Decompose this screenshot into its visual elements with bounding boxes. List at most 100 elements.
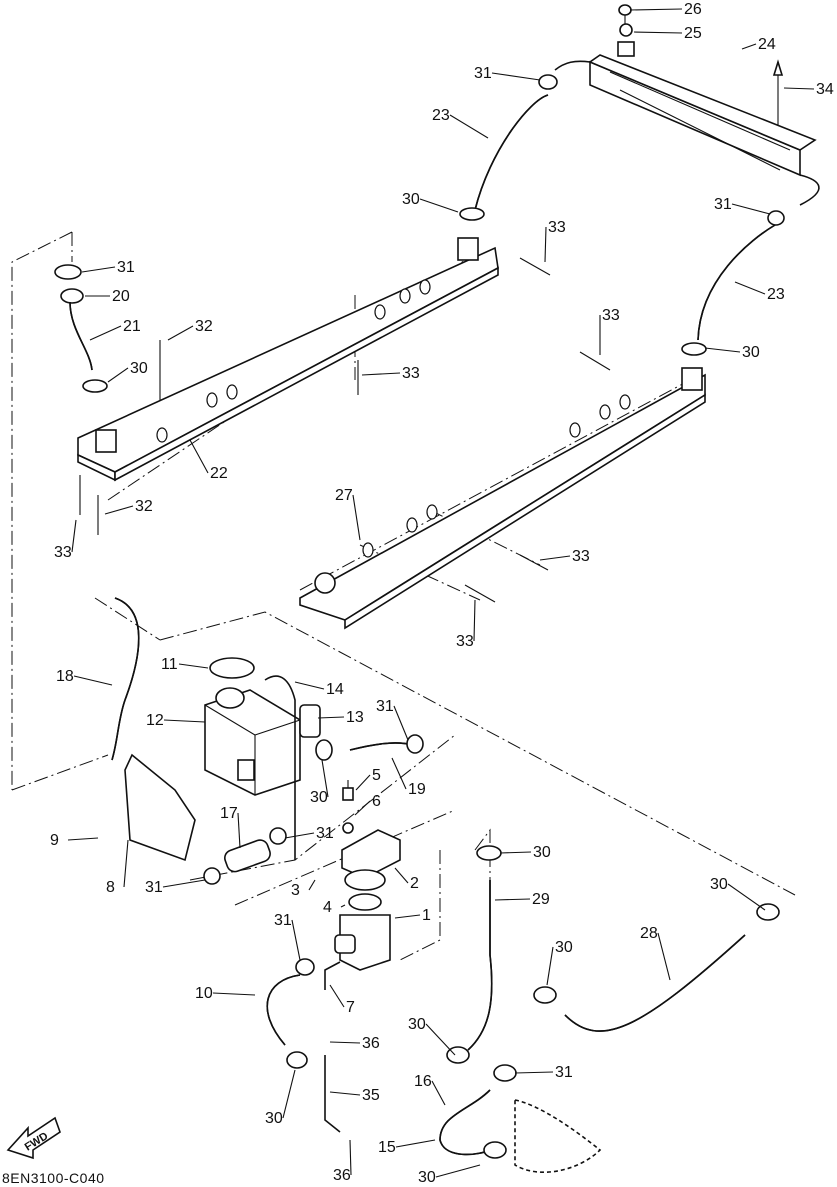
callout-leader-c10 — [212, 992, 256, 996]
callout-label-c33e: 33 — [572, 548, 590, 565]
hose-28 — [533, 903, 780, 1032]
callout-leader-c2 — [394, 867, 409, 884]
callout-label-c30a: 30 — [402, 191, 420, 208]
callout-leader-c31e — [284, 832, 315, 839]
callout-label-c20: 20 — [112, 288, 130, 305]
hose-29 — [446, 845, 502, 1064]
callout-leader-c12 — [163, 719, 206, 723]
callout-label-c30b: 30 — [130, 360, 148, 377]
callout-leader-c25 — [633, 31, 683, 34]
callout-leader-c30h — [425, 1023, 456, 1056]
hose-7-35 — [324, 961, 341, 1133]
hose-18 — [111, 597, 140, 761]
thermostat-housing — [334, 780, 401, 971]
water-pipe-27 — [299, 367, 706, 630]
callout-label-c33d: 33 — [54, 544, 72, 561]
callout-label-c2: 2 — [410, 875, 419, 892]
callout-label-c30d: 30 — [310, 789, 328, 806]
callout-leader-c36a — [329, 1041, 361, 1044]
callout-label-c12: 12 — [146, 712, 164, 729]
callout-label-c15: 15 — [378, 1139, 396, 1156]
callout-leader-c16 — [431, 1080, 446, 1106]
callout-label-c14: 14 — [326, 681, 344, 698]
callout-leader-c31b — [731, 203, 771, 215]
callout-label-c35: 35 — [362, 1087, 380, 1104]
callout-label-c36a: 36 — [362, 1035, 380, 1052]
callout-leader-c30e — [499, 851, 532, 854]
callout-leader-c31g — [291, 919, 301, 961]
callout-leader-c31f — [162, 879, 206, 888]
callout-label-c33c: 33 — [602, 307, 620, 324]
callout-label-c6: 6 — [372, 793, 381, 810]
callout-leader-c19 — [391, 757, 407, 790]
callout-leader-c11 — [178, 663, 209, 669]
callout-leader-c28 — [657, 932, 671, 981]
callout-label-c32a: 32 — [195, 318, 213, 335]
callout-leader-c32b — [104, 505, 134, 515]
callout-label-c7: 7 — [346, 999, 355, 1016]
callout-label-c16: 16 — [414, 1073, 432, 1090]
callout-leader-c21 — [89, 325, 122, 341]
callout-leader-c36b — [349, 1139, 352, 1176]
callout-leader-c30f — [727, 883, 766, 911]
callout-label-c24: 24 — [758, 36, 776, 53]
callout-label-c31c: 31 — [117, 259, 135, 276]
callout-leader-c33b — [361, 372, 401, 376]
callout-label-c8: 8 — [106, 879, 115, 896]
callout-label-c30c: 30 — [742, 344, 760, 361]
callout-label-c30f: 30 — [710, 876, 728, 893]
callout-leader-c23b — [734, 281, 766, 295]
callout-leader-c34 — [783, 87, 815, 90]
callout-label-c9: 9 — [50, 832, 59, 849]
callout-leader-c18 — [73, 675, 113, 686]
callout-label-c27: 27 — [335, 487, 353, 504]
callout-leader-c5 — [355, 774, 371, 791]
callout-leader-c23a — [449, 114, 489, 139]
callout-leader-c33a — [544, 226, 547, 263]
callout-label-c10: 10 — [195, 985, 213, 1002]
callout-label-c26a: 26 — [684, 1, 702, 18]
callout-leader-c33f — [473, 599, 476, 642]
callout-leader-c24 — [741, 43, 757, 50]
callout-label-c31g: 31 — [274, 912, 292, 929]
callout-label-c1: 1 — [422, 907, 431, 924]
bracket-8 — [124, 753, 196, 862]
callout-label-c30h: 30 — [408, 1016, 426, 1033]
callout-leader-c30c — [704, 347, 741, 353]
callout-leader-c22 — [189, 439, 209, 474]
callout-leader-c1 — [394, 914, 421, 919]
callout-leader-c30i — [282, 1069, 296, 1119]
callout-leader-c32a — [167, 325, 194, 341]
callout-leader-c30b — [107, 367, 129, 383]
callout-label-c21: 21 — [123, 318, 141, 335]
callout-leader-c6 — [354, 800, 371, 816]
hose-10 — [266, 958, 315, 1069]
callout-label-c31a: 31 — [474, 65, 492, 82]
callout-leader-c27 — [352, 494, 361, 541]
assembly-lines — [11, 231, 796, 961]
callout-leader-c31c — [81, 266, 116, 273]
callout-label-c4: 4 — [323, 899, 332, 916]
callout-label-c23b: 23 — [767, 286, 785, 303]
callout-leader-c3 — [308, 879, 316, 891]
callout-label-c30j: 30 — [418, 1169, 436, 1186]
callout-leader-c17 — [237, 812, 241, 849]
callout-leader-c33e — [539, 555, 571, 561]
callout-label-c22: 22 — [210, 465, 228, 482]
callout-leader-c31a — [491, 72, 541, 81]
callout-leader-c13 — [317, 716, 345, 719]
callout-leader-c29 — [494, 898, 531, 901]
callout-leader-c30d — [321, 759, 329, 798]
callout-label-c31e: 31 — [316, 825, 334, 842]
callout-leader-c8 — [123, 839, 129, 888]
bolts — [79, 257, 611, 603]
callout-label-c30i: 30 — [265, 1110, 283, 1127]
callout-leader-c30j — [435, 1164, 481, 1178]
hose-15-16 — [439, 1064, 602, 1173]
callout-leader-c30g — [546, 946, 554, 986]
radiator-hoses-23 — [459, 74, 785, 356]
callout-label-c11: 11 — [161, 656, 178, 673]
pipe-assembly-24 — [554, 4, 820, 206]
callout-label-c31d: 31 — [376, 698, 394, 715]
